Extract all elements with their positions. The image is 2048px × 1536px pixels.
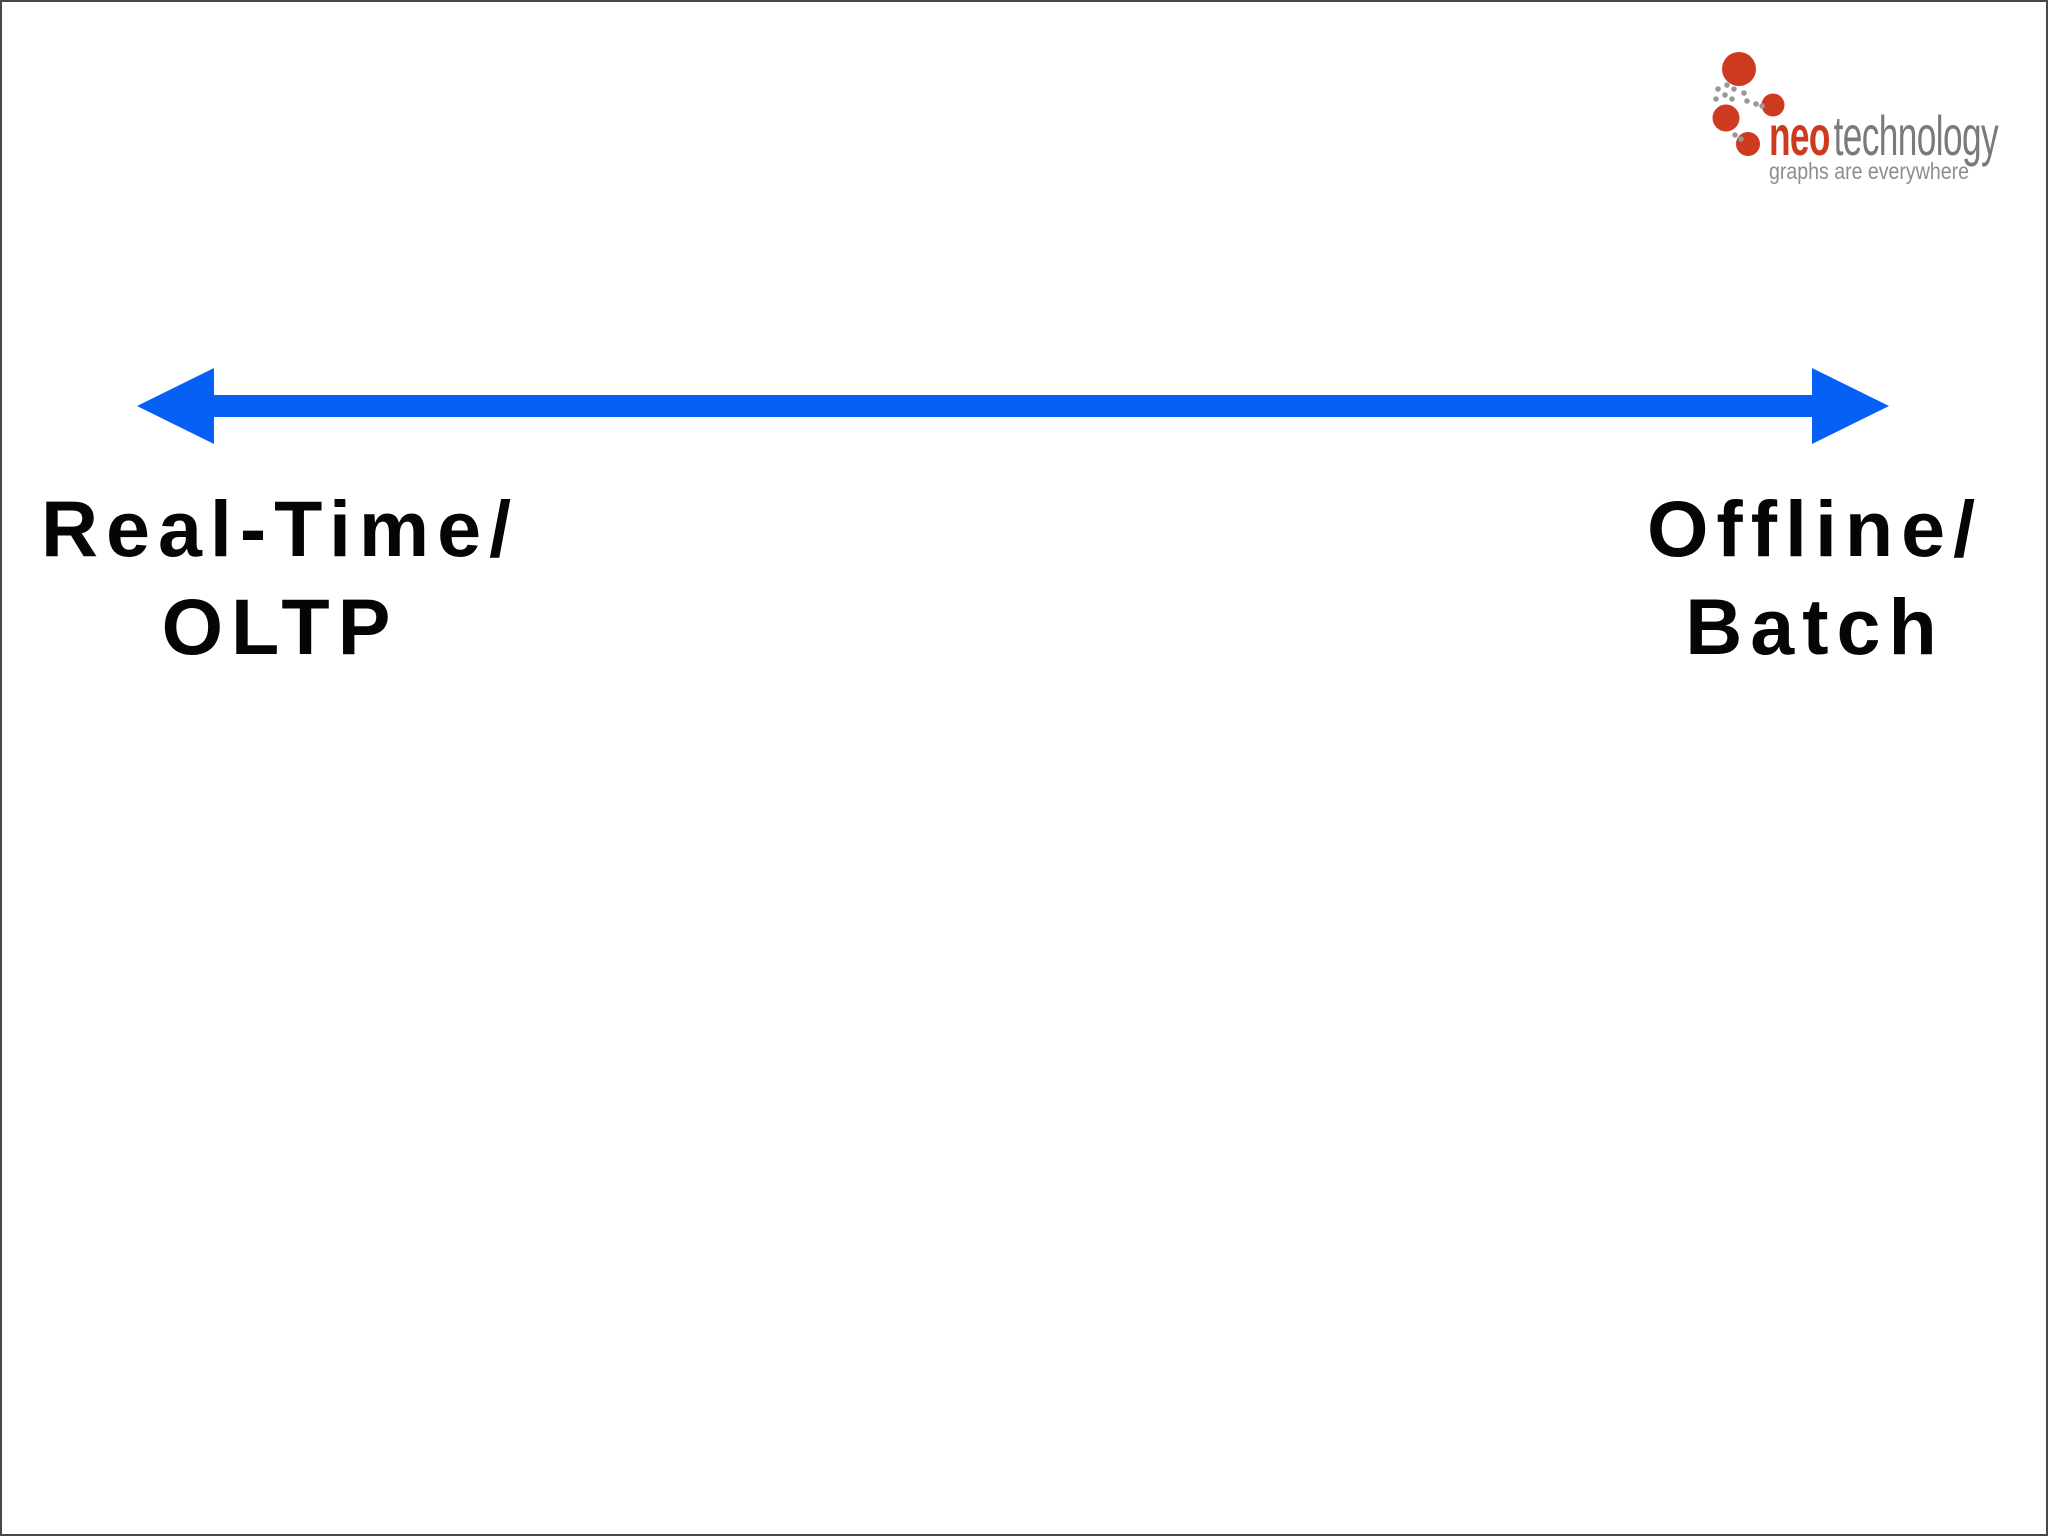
right-spectrum-label: Offline/ Batch bbox=[1537, 480, 2046, 676]
right-spectrum-label-line1: Offline/ bbox=[1646, 484, 1984, 573]
left-spectrum-label-line1: Real-Time/ bbox=[40, 484, 520, 573]
right-spectrum-label-line2: Batch bbox=[1685, 582, 1945, 671]
logo-tagline: graphs are everywhere bbox=[1769, 158, 1969, 184]
logo-brand-technology: technology bbox=[1833, 104, 1999, 167]
logo-brand-text: neotechnology bbox=[1769, 108, 1999, 164]
left-spectrum-label-line2: OLTP bbox=[161, 582, 399, 671]
neo-technology-logo: neotechnology graphs are everywhere bbox=[1707, 47, 2037, 197]
double-arrow-icon bbox=[137, 368, 1889, 444]
logo-graph-icon bbox=[1712, 52, 1785, 156]
logo-brand-neo: neo bbox=[1769, 104, 1830, 167]
logo-gray-dots bbox=[1713, 82, 1765, 142]
left-spectrum-label: Real-Time/ OLTP bbox=[2, 480, 558, 676]
